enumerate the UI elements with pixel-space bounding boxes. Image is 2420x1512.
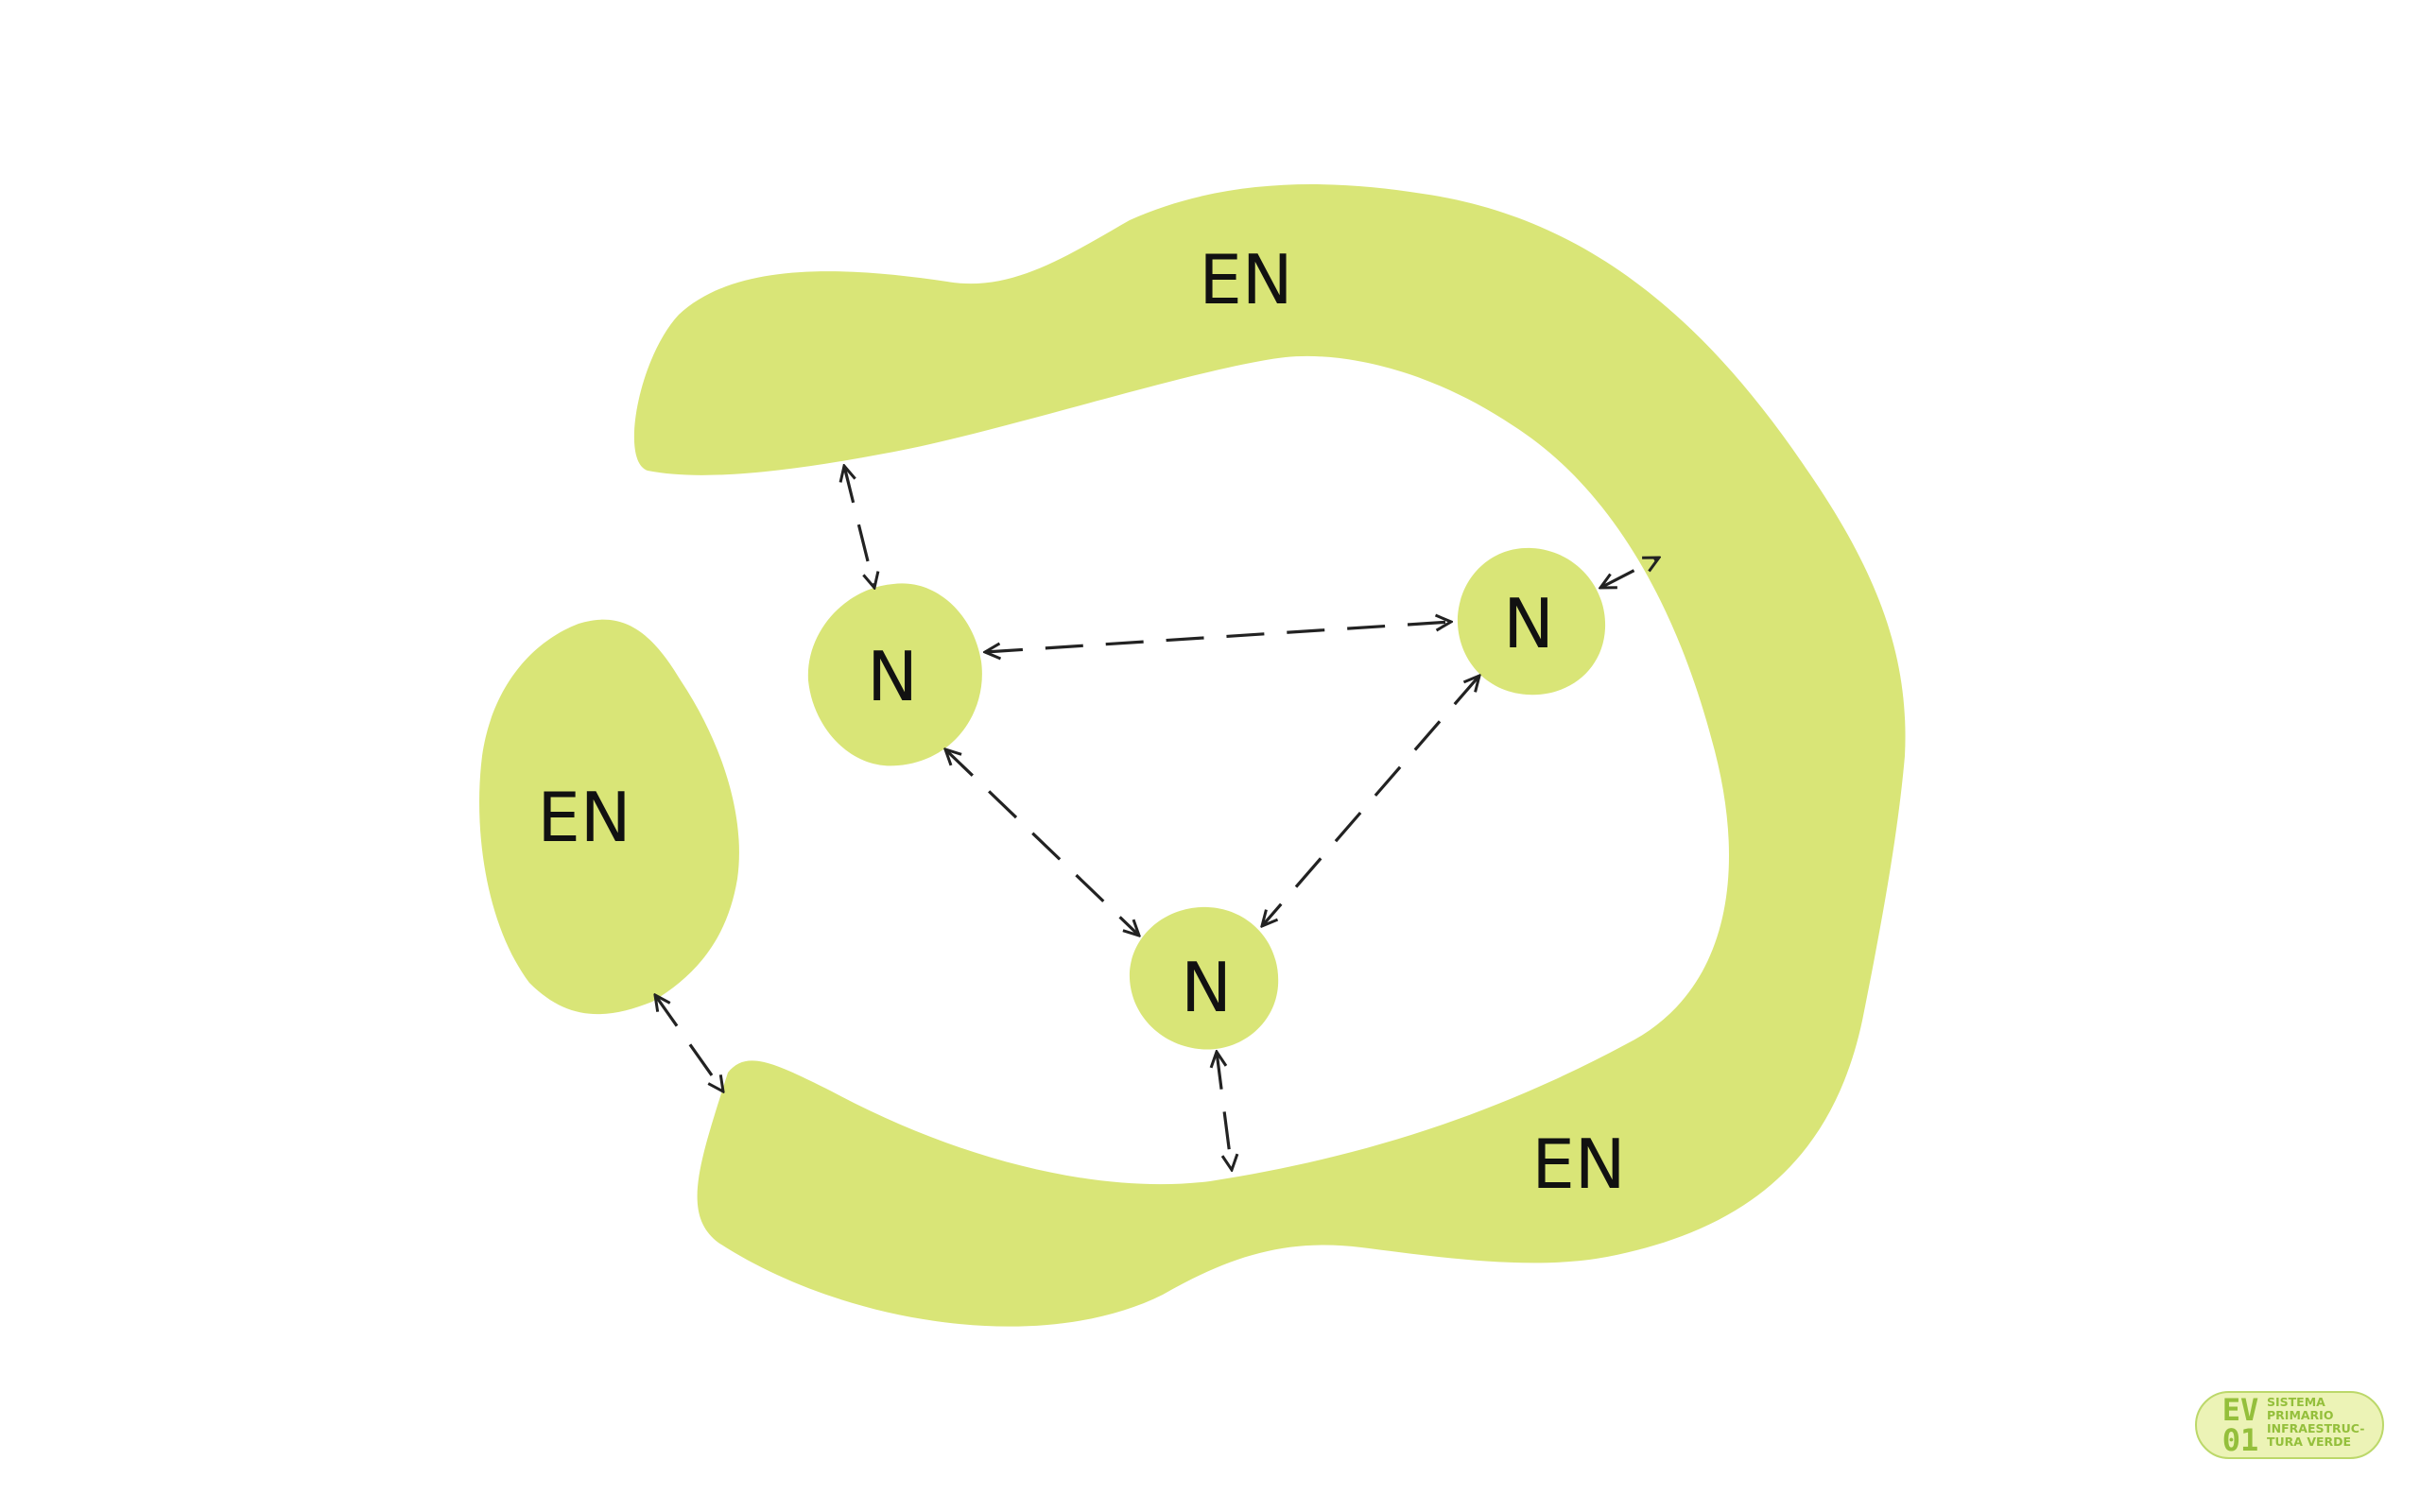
badge-pill	[2195, 1391, 2384, 1459]
badge-code-ev: EV	[2222, 1392, 2259, 1428]
n-left-label: N	[867, 637, 918, 716]
n-center-label: N	[1181, 948, 1232, 1027]
connector-n-center-en-bottom	[1217, 1052, 1232, 1170]
en-left-patch	[479, 619, 739, 1015]
connector-en-top-n-left	[844, 466, 874, 588]
n-center-node	[1129, 906, 1279, 1050]
connectors	[655, 466, 1659, 1170]
connector-n-right-n-center	[1262, 676, 1479, 926]
connector-n-left-n-right	[985, 622, 1451, 652]
badge-text-line2: PRIMARIO	[2267, 1408, 2333, 1422]
ev01-badge: EV 01 SISTEMA PRIMARIO INFRAESTRUC- TURA…	[2195, 1391, 2384, 1459]
badge-text-line4: TURA VERDE	[2267, 1435, 2351, 1449]
en-left-label: EN	[537, 778, 631, 857]
connector-n-left-n-center	[945, 749, 1139, 936]
connector-en-left-en-bottom	[655, 995, 723, 1091]
n-right-label: N	[1503, 584, 1554, 663]
n-left-node	[807, 583, 982, 766]
en-top-label: EN	[1199, 240, 1292, 319]
connector-n-right-en-top	[1600, 558, 1659, 588]
n-right-node	[1457, 547, 1606, 696]
en-top-patch	[633, 184, 1906, 1327]
en-bottom-label: EN	[1531, 1125, 1625, 1204]
badge-code-01: 01	[2222, 1422, 2259, 1458]
badge-text-line1: SISTEMA	[2267, 1395, 2325, 1409]
badge-text-line3: INFRAESTRUC-	[2267, 1421, 2364, 1435]
